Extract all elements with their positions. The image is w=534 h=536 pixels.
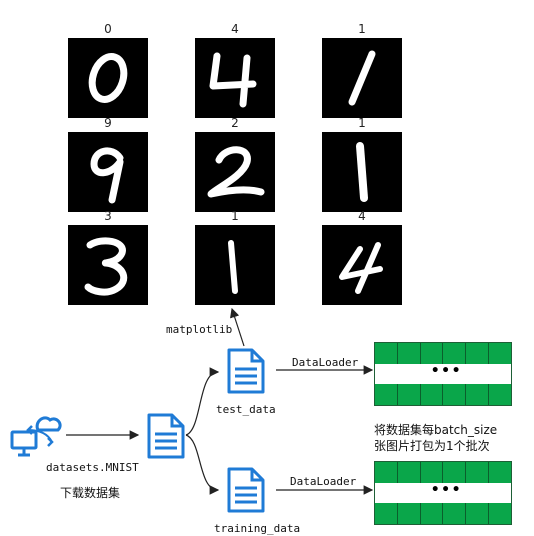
batch-row xyxy=(375,503,511,524)
digit-image xyxy=(322,132,402,212)
batch-row xyxy=(375,384,511,405)
digit-label: 1 xyxy=(231,209,239,223)
digit-image xyxy=(195,132,275,212)
digit-image xyxy=(68,225,148,305)
document-icon xyxy=(226,466,266,514)
digit-label: 4 xyxy=(231,22,239,36)
digit-label: 9 xyxy=(104,116,112,130)
ellipsis-icon: ••• xyxy=(431,482,463,498)
digit-image xyxy=(68,38,148,118)
batch-block-training: ••• xyxy=(374,461,512,525)
ellipsis-icon: ••• xyxy=(431,363,463,379)
digit-image xyxy=(322,38,402,118)
batch-row xyxy=(375,343,511,364)
batch-note-line-2: 张图片打包为1个批次 xyxy=(374,439,490,453)
cloud-computer-icon xyxy=(8,410,64,460)
digit-label: 0 xyxy=(104,22,112,36)
datasets-label: datasets.MNIST xyxy=(46,461,139,474)
digit-label: 3 xyxy=(104,209,112,223)
batch-block-test: ••• xyxy=(374,342,512,406)
digit-label: 4 xyxy=(358,209,366,223)
download-label: 下载数据集 xyxy=(60,486,121,500)
digit-image xyxy=(195,38,275,118)
batch-row xyxy=(375,462,511,483)
document-icon xyxy=(226,347,266,395)
digit-image xyxy=(322,225,402,305)
digit-label: 1 xyxy=(358,116,366,130)
training-data-label: training_data xyxy=(214,522,301,535)
digit-image xyxy=(195,225,275,305)
batch-note-line-1: 将数据集每batch_size xyxy=(374,423,498,437)
digit-label: 2 xyxy=(231,116,239,130)
dataloader-bottom-label: DataLoader xyxy=(290,475,357,488)
matplotlib-label: matplotlib xyxy=(166,323,233,336)
test-data-label: test_data xyxy=(216,403,276,416)
digit-image xyxy=(68,132,148,212)
dataloader-top-label: DataLoader xyxy=(292,356,359,369)
digit-label: 1 xyxy=(358,22,366,36)
document-icon xyxy=(146,412,186,460)
